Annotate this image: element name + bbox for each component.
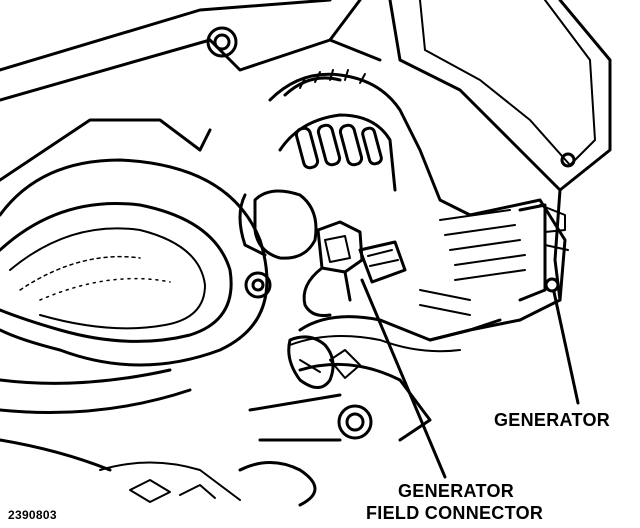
generator-label: GENERATOR [494, 410, 611, 430]
engine-block-outline [0, 0, 382, 182]
connector-icon [302, 220, 407, 317]
bolt-icon [0, 335, 373, 507]
figure-id: 2390803 [8, 508, 57, 522]
generator-icon [238, 69, 569, 442]
upper-bolt-icon [206, 26, 238, 58]
field-connector-label-line1: GENERATOR [398, 481, 515, 501]
leader-lines [360, 278, 580, 479]
mount-bolt-icon [244, 271, 272, 299]
upper-right-bracket [388, 0, 612, 302]
field-connector-leader-line [360, 278, 447, 479]
intake-tube [0, 158, 272, 414]
generator-leader-line [552, 290, 580, 405]
field-connector-label-line2: FIELD CONNECTOR [366, 503, 544, 523]
